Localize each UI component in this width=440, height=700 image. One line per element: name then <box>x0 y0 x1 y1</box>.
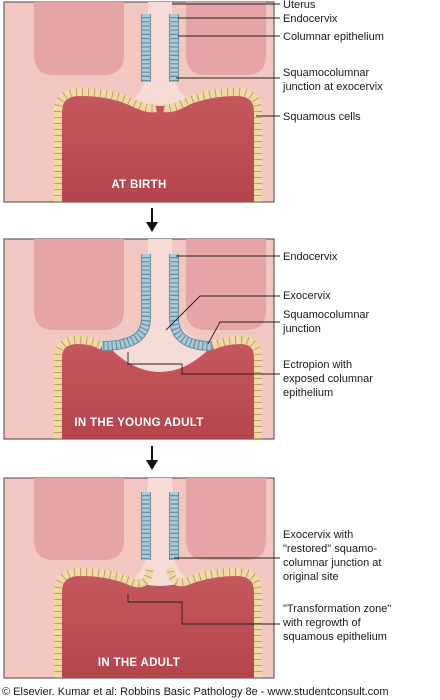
label-original-site: original site <box>283 571 339 583</box>
stage-label: IN THE ADULT <box>98 657 180 669</box>
vaginal-lumen <box>58 340 258 439</box>
uterus-lobe-left <box>34 478 124 560</box>
label-transformation-zone: "Transformation zone" <box>283 603 391 615</box>
columnar-epithelium-right <box>170 254 213 350</box>
panel-at-birth: AT BIRTH Uterus Endocervix Columnar epit… <box>3 0 384 203</box>
uterus-lobe-right <box>186 2 266 75</box>
stage-label: AT BIRTH <box>111 179 166 191</box>
cervical-canal <box>110 2 210 120</box>
columnar-epithelium-left <box>101 254 150 350</box>
label-with-regrowth: with regrowth of <box>282 617 362 629</box>
label-ectropion: Ectropion with <box>283 359 352 371</box>
squamous-epithelium-left <box>54 335 105 439</box>
label-epithelium: epithelium <box>283 387 333 399</box>
squamous-epithelium-left <box>54 87 157 202</box>
label-junction: junction <box>282 323 321 335</box>
squamous-epithelium-right <box>210 335 262 439</box>
label-columnar-epithelium: Columnar epithelium <box>283 31 384 43</box>
label-squamocolumnar: Squamocolumnar <box>283 309 370 321</box>
label-squamous-epithelium: squamous epithelium <box>283 631 387 643</box>
label-restored-squamo: "restored" squamo- <box>283 543 377 555</box>
label-squamous-cells: Squamous cells <box>283 111 361 123</box>
label-columnar-junction-at: columnar junction at <box>283 557 381 569</box>
arrow-down-icon <box>146 208 158 232</box>
vaginal-lumen <box>58 572 258 678</box>
label-junction-exocervix: junction at exocervix <box>282 81 383 93</box>
arrow-down-icon <box>146 446 158 470</box>
cervical-canal <box>110 478 210 600</box>
label-uterus: Uterus <box>283 0 316 11</box>
stage-label: IN THE YOUNG ADULT <box>74 417 203 429</box>
vaginal-lumen <box>58 92 258 202</box>
uterus-lobe-left <box>34 2 124 75</box>
label-exposed-columnar: exposed columnar <box>283 373 373 385</box>
label-exocervix-with: Exocervix with <box>283 529 353 541</box>
label-exocervix: Exocervix <box>283 290 331 302</box>
panel-young-adult: IN THE YOUNG ADULT Endocervix Exocervix … <box>3 238 373 440</box>
label-endocervix: Endocervix <box>283 13 338 25</box>
uterus-lobe-left <box>34 239 124 330</box>
uterus-lobe-right <box>186 239 266 330</box>
copyright-credit: © Elsevier. Kumar et al: Robbins Basic P… <box>2 686 389 698</box>
label-endocervix: Endocervix <box>283 251 338 263</box>
uterus-lobe-right <box>186 478 266 560</box>
label-squamocolumnar: Squamocolumnar <box>283 67 370 79</box>
panel-adult: IN THE ADULT Exocervix with "restored" s… <box>3 477 391 679</box>
